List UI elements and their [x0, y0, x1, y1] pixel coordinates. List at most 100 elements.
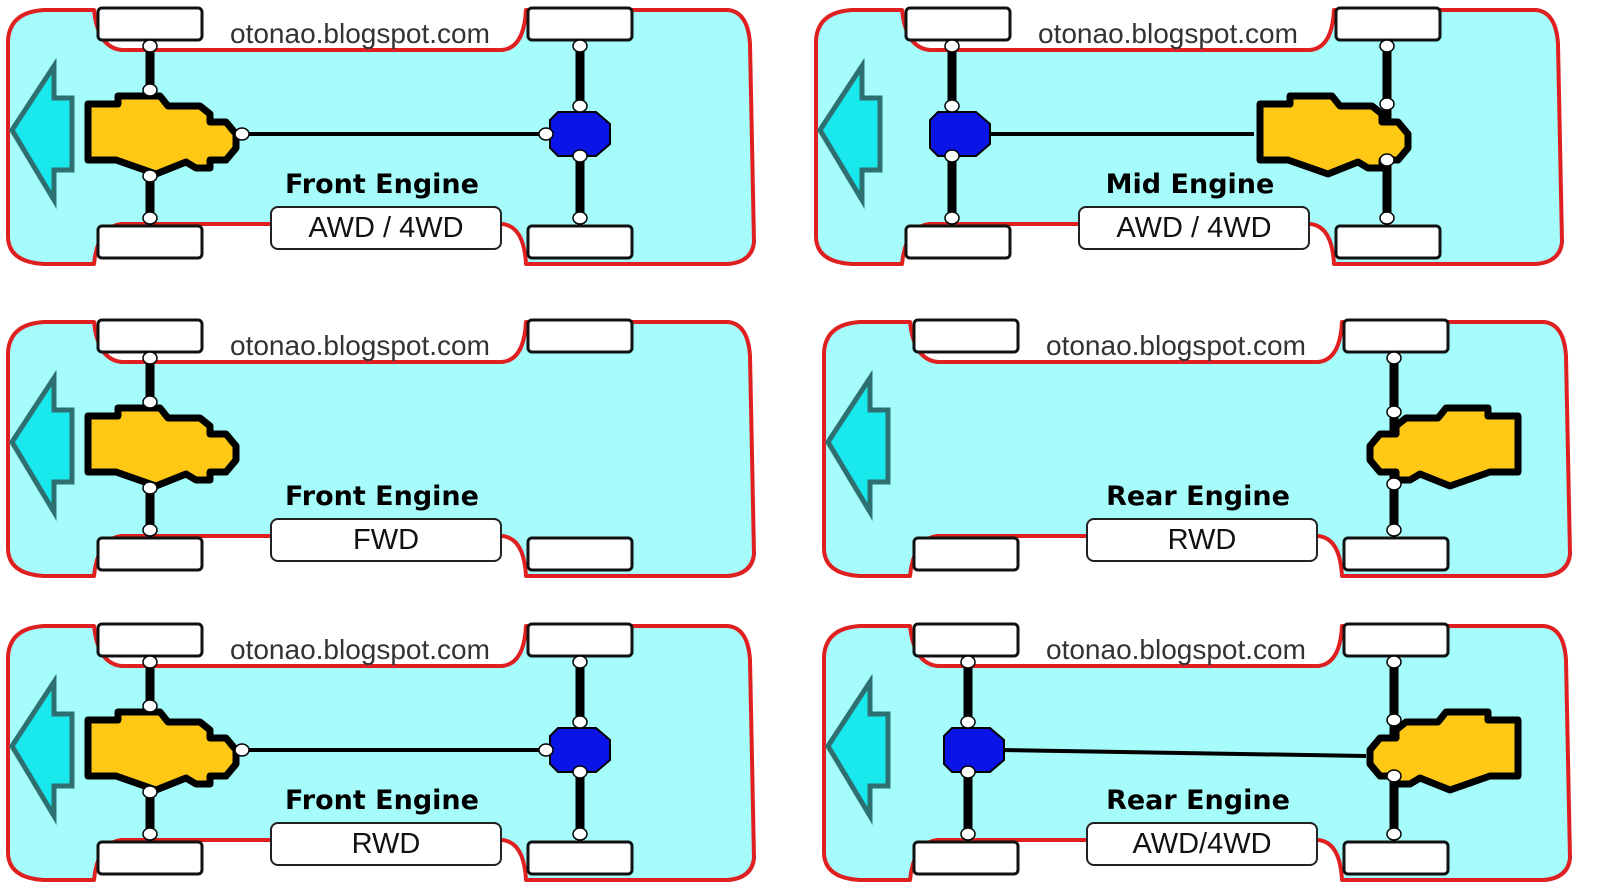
- axle-joint: [142, 523, 158, 537]
- car-body: [6, 320, 756, 578]
- axle-joint: [1386, 477, 1402, 491]
- axle-joint: [142, 169, 158, 183]
- axle-joint: [960, 765, 976, 779]
- axle-joint: [142, 827, 158, 841]
- front-right-wheel: [904, 224, 1012, 260]
- axle-joint: [572, 211, 588, 225]
- car-chassis-drawing: [6, 6, 756, 266]
- axle-joint: [944, 211, 960, 225]
- car-body: [822, 320, 1572, 578]
- axle-joint: [944, 99, 960, 113]
- rear-right-wheel: [1342, 536, 1450, 572]
- engine-block: [1366, 404, 1522, 490]
- axle-joint: [1386, 351, 1402, 365]
- axle-joint: [142, 83, 158, 97]
- front-right-wheel: [96, 536, 204, 572]
- car-chassis-drawing: [6, 318, 756, 578]
- axle-joint: [142, 699, 158, 713]
- front-left-wheel: [96, 318, 204, 354]
- front-left-wheel: [96, 6, 204, 42]
- car-body: [6, 624, 756, 882]
- axle-joint: [142, 481, 158, 495]
- axle-joint: [1379, 153, 1395, 167]
- front-right-wheel: [912, 536, 1020, 572]
- rear-left-wheel: [1334, 6, 1442, 42]
- rear-right-wheel: [1342, 840, 1450, 876]
- rear-left-wheel: [526, 318, 634, 354]
- engine-block: [84, 708, 240, 794]
- axle-joint: [960, 715, 976, 729]
- drive-type-label: AWD / 4WD: [270, 206, 502, 250]
- axle-joint: [1386, 769, 1402, 783]
- engine-layout-label: Mid Engine: [1105, 169, 1275, 200]
- rear-left-wheel: [1342, 318, 1450, 354]
- axle-joint: [1379, 211, 1395, 225]
- drive-type-label: RWD: [1086, 518, 1318, 562]
- axle-joint: [142, 351, 158, 365]
- axle-joint: [572, 99, 588, 113]
- rear-right-wheel: [1334, 224, 1442, 260]
- rear-left-wheel: [1342, 622, 1450, 658]
- shaft-joint: [538, 127, 554, 141]
- axle-joint: [572, 827, 588, 841]
- axle-joint: [960, 827, 976, 841]
- direction-arrow: [817, 57, 883, 210]
- direction-arrow: [9, 673, 75, 826]
- shaft-joint: [234, 743, 250, 757]
- car-chassis-drawing: [822, 318, 1572, 578]
- car-chassis-drawing: [6, 622, 756, 882]
- engine-layout-label: Front Engine: [285, 481, 479, 512]
- drive-type-label: FWD: [270, 518, 502, 562]
- axle-joint: [1386, 655, 1402, 669]
- front-right-wheel: [96, 224, 204, 260]
- rear-right-wheel: [526, 224, 634, 260]
- front-left-wheel: [904, 6, 1012, 42]
- engine-block: [84, 92, 240, 178]
- axle-joint: [1386, 405, 1402, 419]
- direction-arrow: [825, 673, 891, 826]
- watermark-text: otonao.blogspot.com: [230, 330, 490, 361]
- axle-joint: [572, 715, 588, 729]
- engine-block: [1256, 92, 1412, 178]
- axle-joint: [960, 655, 976, 669]
- axle-joint: [944, 39, 960, 53]
- watermark-text: otonao.blogspot.com: [230, 18, 490, 49]
- axle-joint: [142, 211, 158, 225]
- axle-joint: [572, 149, 588, 163]
- car-chassis-drawing: [814, 6, 1564, 266]
- axle-joint: [572, 655, 588, 669]
- front-left-wheel: [912, 318, 1020, 354]
- axle-joint: [1386, 827, 1402, 841]
- axle-joint: [142, 785, 158, 799]
- axle-joint: [142, 395, 158, 409]
- direction-arrow: [825, 369, 891, 522]
- axle-joint: [944, 149, 960, 163]
- car-chassis-drawing: [822, 622, 1572, 882]
- engine-layout-label: Front Engine: [285, 785, 479, 816]
- drive-type-label: AWD / 4WD: [1078, 206, 1310, 250]
- front-right-wheel: [96, 840, 204, 876]
- engine-layout-label: Rear Engine: [1106, 785, 1290, 816]
- car-body: [814, 8, 1564, 266]
- direction-arrow: [9, 57, 75, 210]
- drive-type-label: AWD/4WD: [1086, 822, 1318, 866]
- shaft-joint: [538, 743, 554, 757]
- rear-left-wheel: [526, 622, 634, 658]
- front-left-wheel: [96, 622, 204, 658]
- drive-shaft: [999, 748, 1367, 758]
- axle-joint: [1379, 39, 1395, 53]
- watermark-text: otonao.blogspot.com: [1038, 18, 1298, 49]
- differential-unit: [929, 111, 991, 157]
- differential-unit: [943, 727, 1005, 773]
- direction-arrow: [9, 369, 75, 522]
- axle-joint: [142, 655, 158, 669]
- axle-joint: [1386, 523, 1402, 537]
- front-left-wheel: [912, 622, 1020, 658]
